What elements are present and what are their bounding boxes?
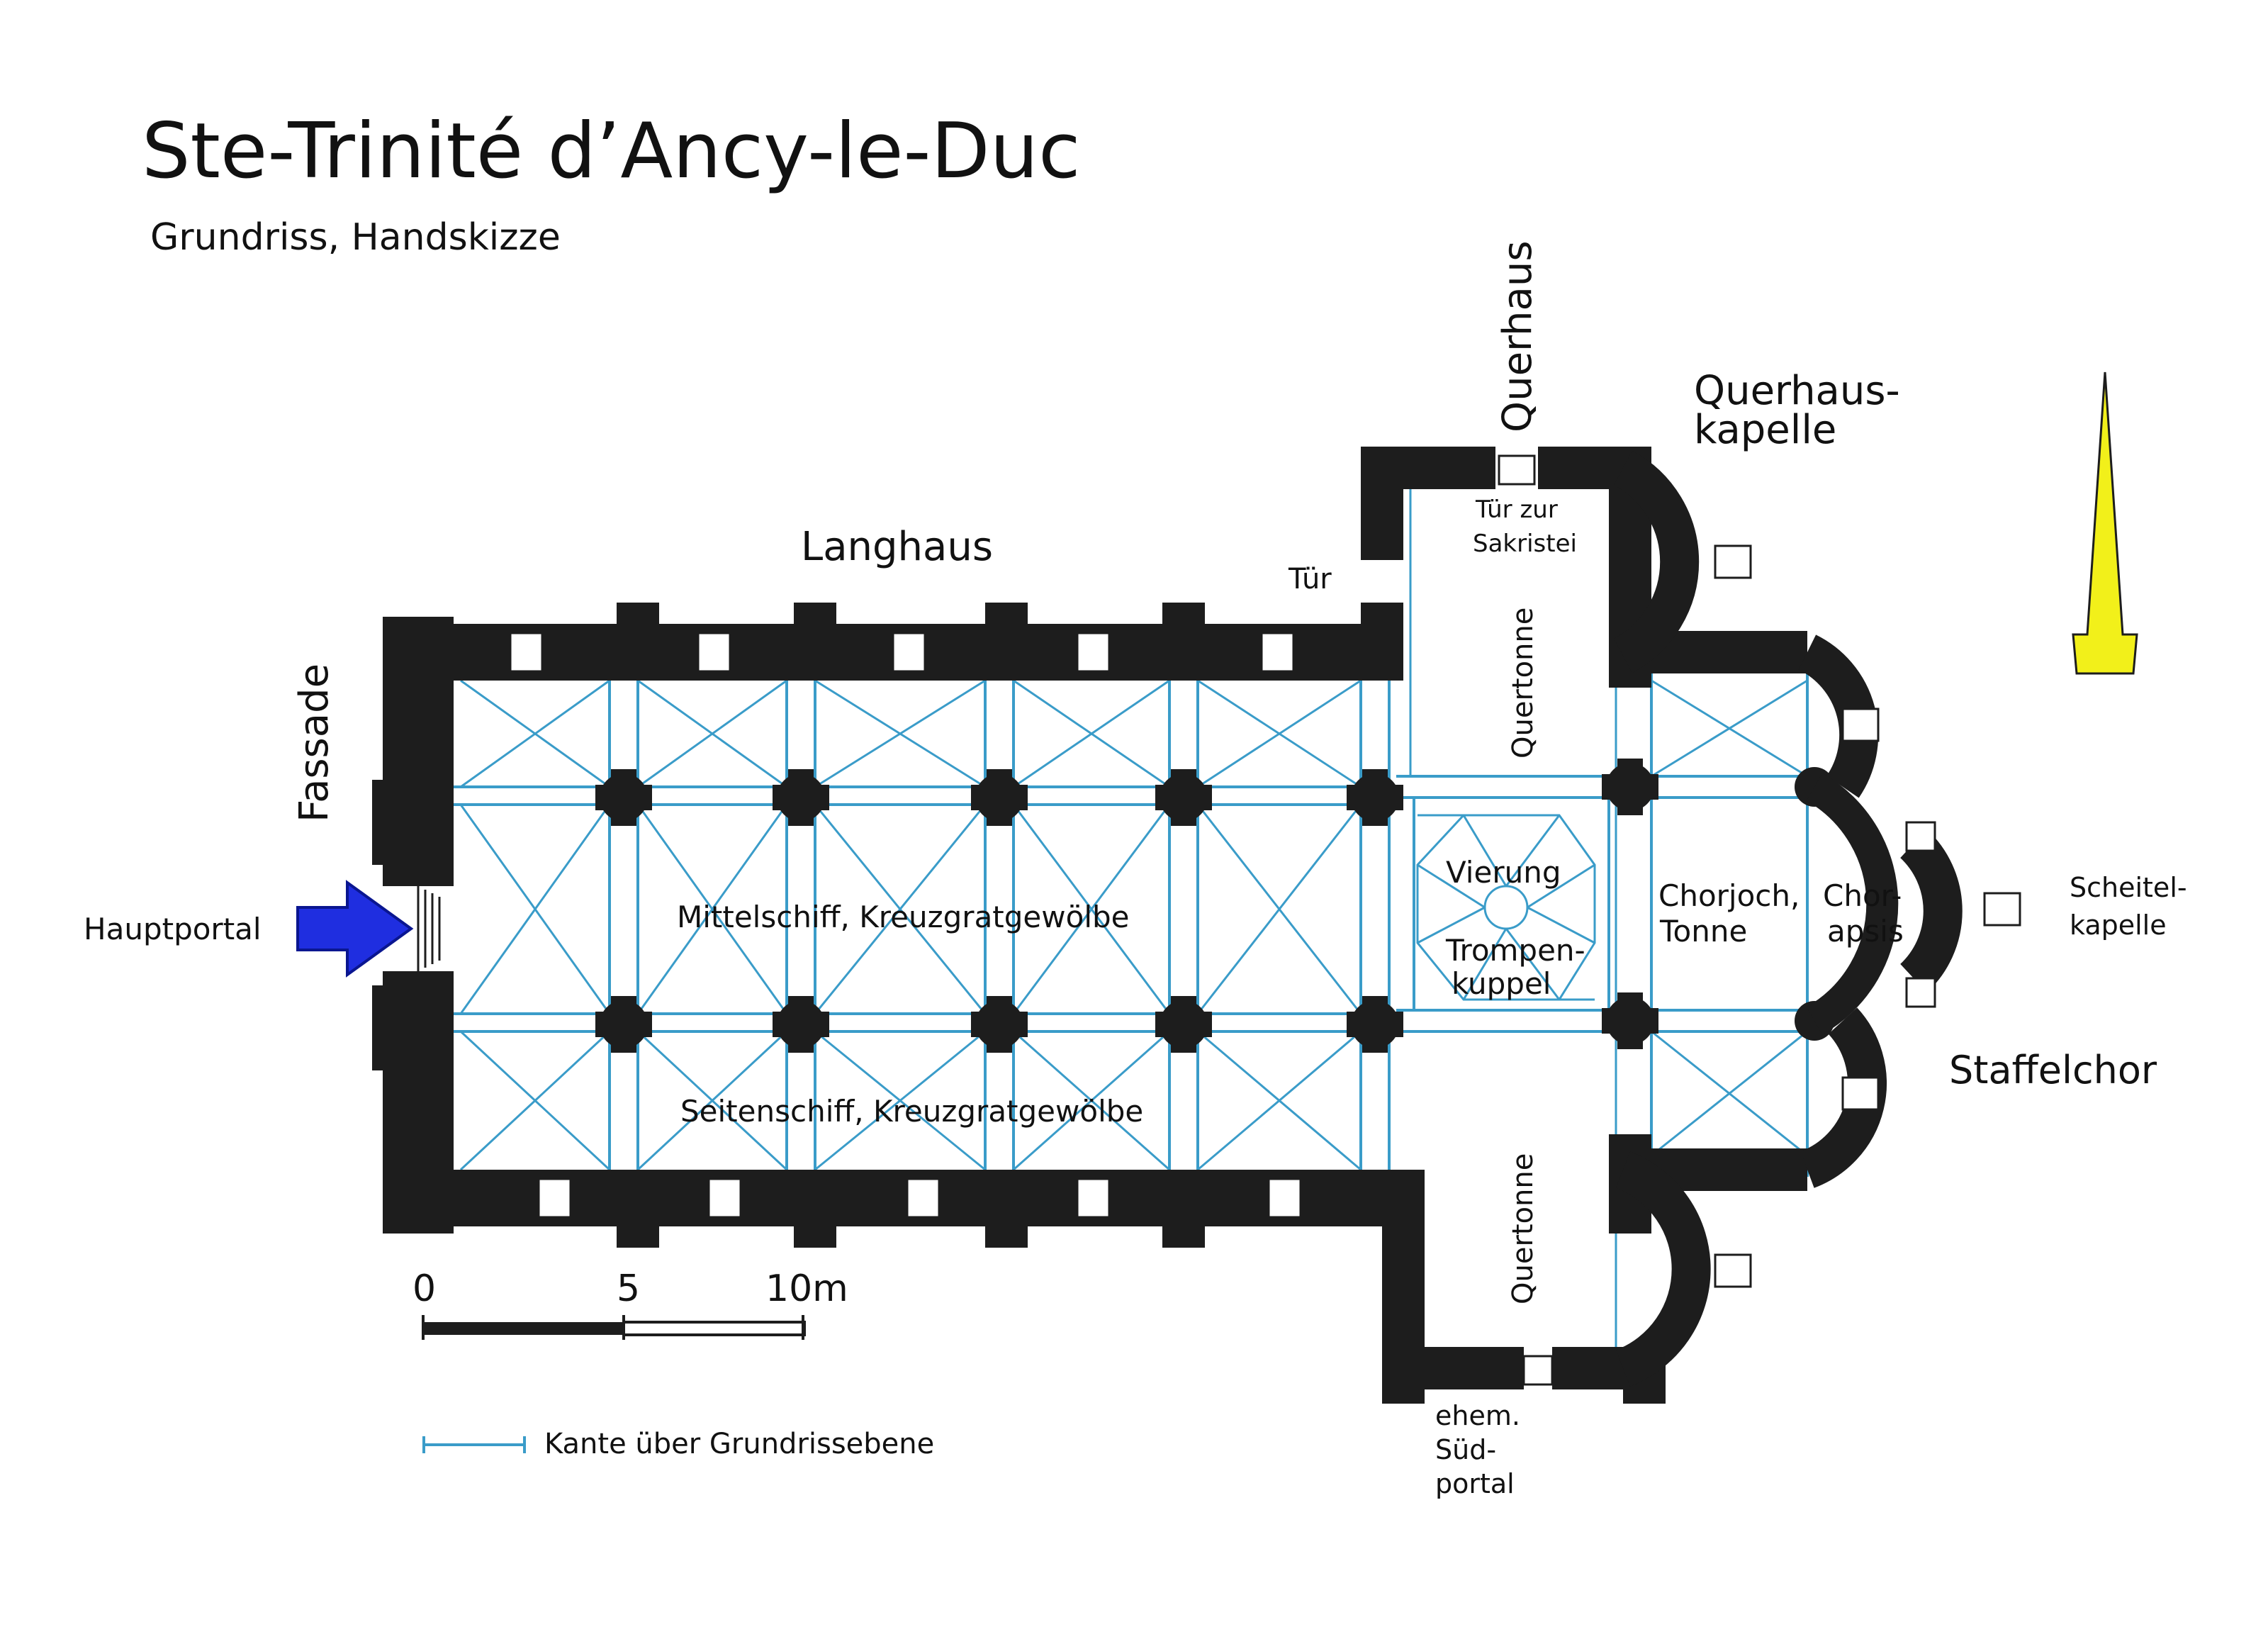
label-quertonne-north: Quertonne xyxy=(1507,608,1539,759)
label-mittelschiff: Mittelschiff, Kreuzgratgewölbe xyxy=(677,900,1130,934)
scale-tick-5: 5 xyxy=(617,1268,640,1310)
label-chorapsis-1: Chor- xyxy=(1823,878,1902,913)
north-arrow-icon xyxy=(2072,371,2138,675)
scale-tick-0: 0 xyxy=(412,1268,436,1310)
portal-steps xyxy=(417,886,441,971)
label-fassade: Fassade xyxy=(291,664,337,822)
label-querhaus: Querhaus xyxy=(1495,240,1541,432)
label-scheitel-2: kapelle xyxy=(2070,910,2167,941)
label-vierung: Vierung xyxy=(1446,855,1561,890)
legend: Kante über Grundrissebene xyxy=(422,1428,934,1460)
label-trompen-1: Trompen- xyxy=(1445,933,1585,968)
label-seitenschiff: Seitenschiff, Kreuzgratgewölbe xyxy=(680,1094,1143,1129)
label-langhaus: Langhaus xyxy=(801,524,993,570)
crossing-ribs xyxy=(1396,489,1814,1354)
apses xyxy=(1613,450,1963,1387)
label-suedportal-1: ehem. xyxy=(1435,1400,1520,1431)
scale-bar: 0 5 10m xyxy=(412,1268,848,1340)
label-sakristei-1: Tür zur xyxy=(1475,496,1558,524)
label-querhauskapelle-1: Querhaus- xyxy=(1694,368,1900,414)
label-tuer: Tür xyxy=(1288,563,1332,595)
label-trompen-2: kuppel xyxy=(1452,966,1551,1001)
label-staffelchor: Staffelchor xyxy=(1949,1048,2157,1092)
page-title: Ste-Trinité d’Ancy-le-Duc xyxy=(142,107,1080,196)
label-scheitel-1: Scheitel- xyxy=(2070,872,2187,903)
label-quertonne-south: Quertonne xyxy=(1507,1153,1539,1304)
label-querhauskapelle-2: kapelle xyxy=(1694,407,1836,453)
label-suedportal-2: Süd- xyxy=(1435,1434,1496,1465)
arrow-right-icon xyxy=(296,880,414,978)
label-chorapsis-2: apsis xyxy=(1827,914,1904,949)
nave-vault-ribs xyxy=(454,679,1396,1171)
legend-label: Kante über Grundrissebene xyxy=(544,1428,934,1460)
label-suedportal-3: portal xyxy=(1435,1468,1515,1499)
label-hauptportal: Hauptportal xyxy=(84,912,262,946)
label-sakristei-2: Sakristei xyxy=(1473,530,1577,558)
label-chorjoch-2: Tonne xyxy=(1659,914,1747,949)
scale-tick-10: 10m xyxy=(765,1268,848,1310)
label-chorjoch-1: Chorjoch, xyxy=(1658,878,1800,913)
windows xyxy=(509,454,2021,1386)
page-subtitle: Grundriss, Handskizze xyxy=(150,216,561,259)
